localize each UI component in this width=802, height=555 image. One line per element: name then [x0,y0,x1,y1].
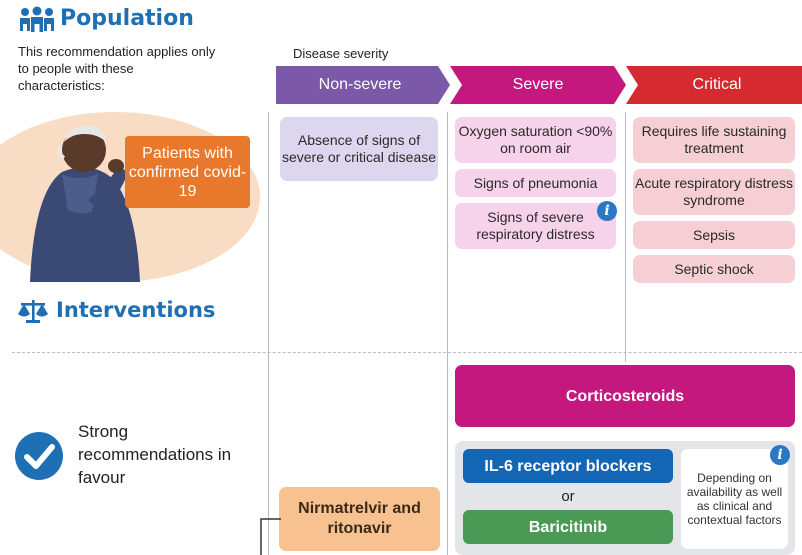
criteria-sepsis: Sepsis [633,221,795,249]
corticosteroids-box: Corticosteroids [455,365,795,427]
criteria-respiratory-distress: Signs of severe respiratory distress [455,203,616,249]
depending-note: Depending on availability as well as cli… [681,449,788,549]
population-description: This recommendation applies only to peop… [18,44,216,93]
criteria-oxygen: Oxygen saturation <90% on room air [455,117,616,163]
connector-line [260,518,281,555]
baricitinib-box: Baricitinib [463,510,673,544]
criteria-non-severe: Absence of signs of severe or critical d… [280,117,438,181]
severity-non-severe: Non-severe [318,76,402,93]
check-icon [15,432,63,480]
criteria-life-sustaining: Requires life sustaining treatment [633,117,795,163]
column-divider [447,112,448,555]
severity-arrows [276,66,802,104]
people-icon [20,6,54,32]
info-icon[interactable]: i [770,445,790,465]
column-divider [268,112,269,555]
column-divider [625,112,626,362]
strong-recommendation-label: Strong recommendations in favour [78,422,232,487]
severity-label: Disease severity [293,46,389,61]
or-label: or [561,488,575,505]
patients-box: Patients with confirmed covid-19 [125,136,250,208]
scale-icon [18,300,48,323]
population-title: Population [60,6,194,31]
criteria-pneumonia: Signs of pneumonia [455,169,616,197]
severity-critical: Critical [692,76,742,93]
nirmatrelvir-box: Nirmatrelvir and ritonavir [279,487,440,551]
interventions-title: Interventions [56,298,216,322]
severity-severe: Severe [512,76,564,93]
criteria-septic-shock: Septic shock [633,255,795,283]
il6-box: IL-6 receptor blockers [463,449,673,483]
info-icon[interactable]: i [597,201,617,221]
criteria-ards: Acute respiratory distress syndrome [633,169,795,215]
section-divider [12,352,802,353]
